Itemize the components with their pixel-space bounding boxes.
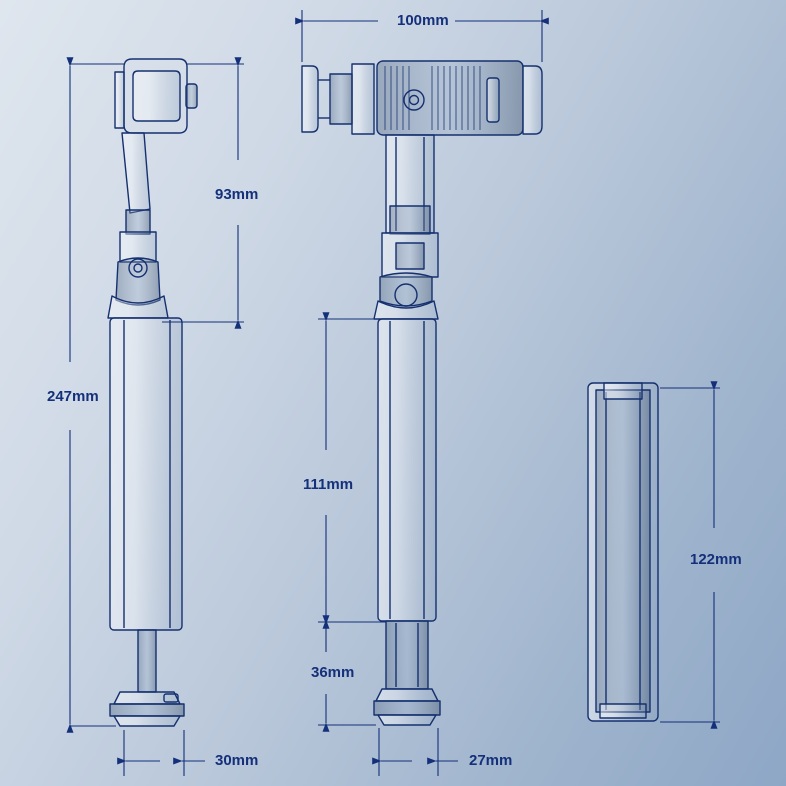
dimension-label-height-overall: 247mm (47, 388, 99, 405)
dimension-label-width-side-base: 27mm (469, 752, 513, 769)
dimension-label-height-base-section: 36mm (311, 664, 355, 681)
view-side-closed (587, 382, 659, 722)
dimension-label-height-body-middle: 111mm (303, 476, 354, 493)
dimension-label-width-front-base: 30mm (215, 752, 259, 769)
dimension-label-width-top-clamp: 100mm (397, 12, 449, 29)
view-side-open (301, 60, 543, 726)
dimension-lines (66, 10, 720, 776)
dimension-label-height-side-view: 122mm (690, 551, 742, 568)
view-front-folded (107, 58, 198, 727)
dimension-label-height-upper-arm: 93mm (215, 186, 259, 203)
